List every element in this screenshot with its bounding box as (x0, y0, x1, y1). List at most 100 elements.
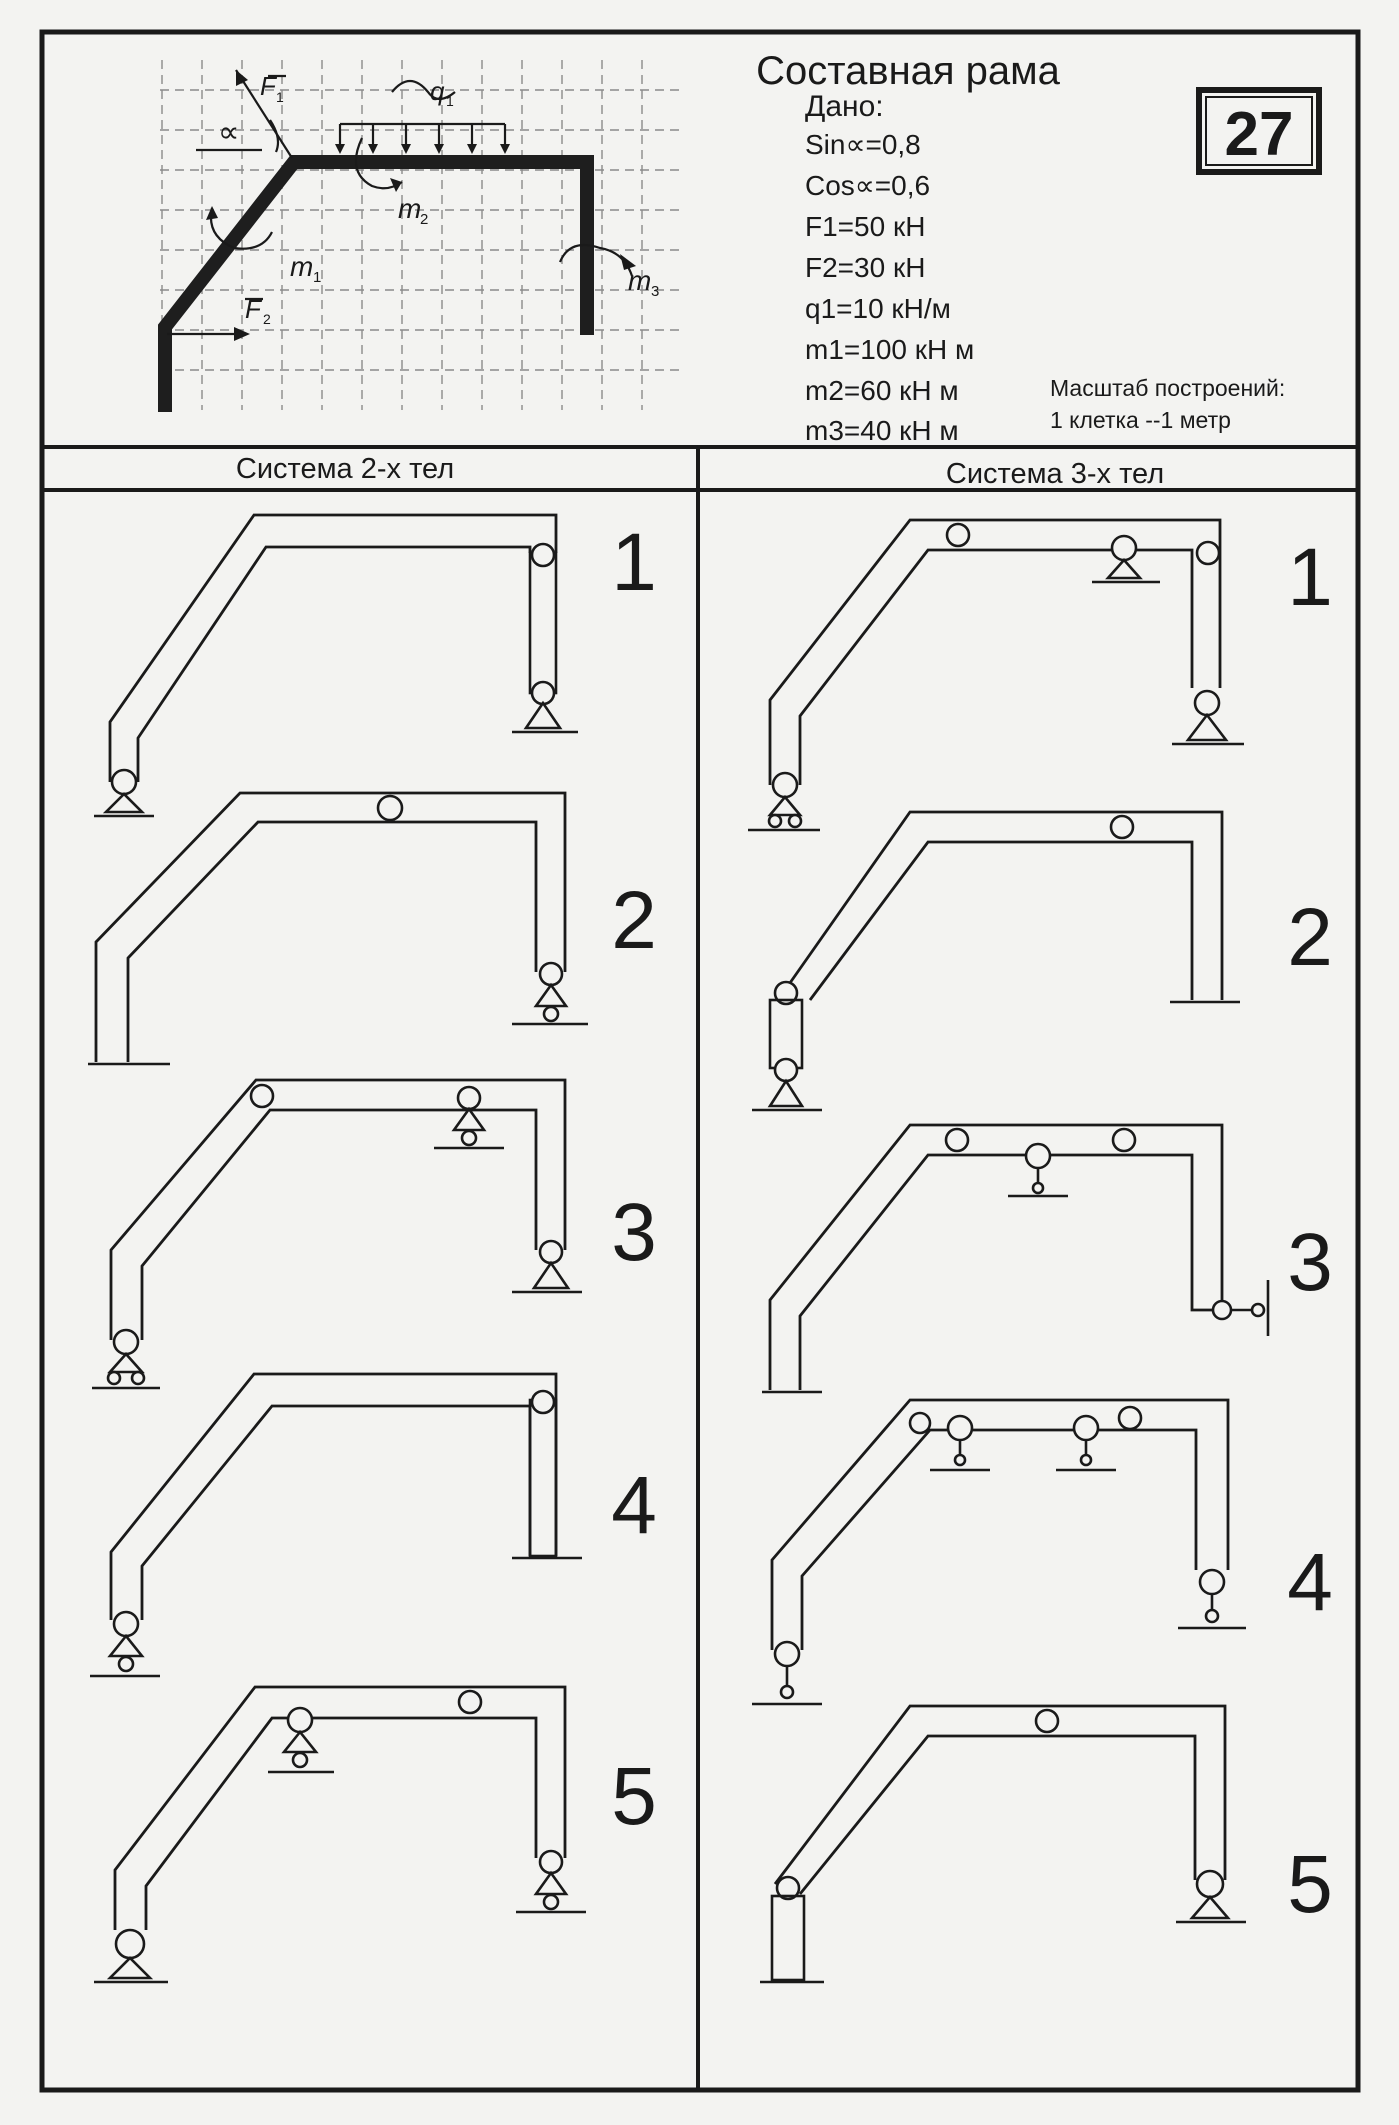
frame-member-inner (140, 1404, 532, 1620)
hinge (114, 1928, 146, 1960)
hinge (538, 1849, 564, 1875)
moment-m3-arrowhead (620, 254, 636, 270)
pin-support (767, 1078, 805, 1108)
hinge (1250, 1302, 1266, 1318)
hinge (1072, 1414, 1100, 1442)
frame-member (94, 791, 567, 1062)
pin-support (523, 700, 563, 730)
given-f1: F1=50 кН (805, 211, 925, 242)
moment-m2-subscript: 2 (420, 211, 428, 228)
variant-2body-3: 3 (92, 1078, 657, 1390)
pin-support (1185, 712, 1229, 742)
pin-support (767, 794, 803, 817)
roller (460, 1129, 478, 1147)
frame-member (770, 1398, 1230, 1650)
hinge (953, 1453, 967, 1467)
force-f1-arrowhead (236, 70, 248, 86)
scale-line-1: Масштаб построений: (1050, 375, 1285, 401)
variant-2body-5: 5 (94, 1685, 657, 1984)
roller (542, 1893, 560, 1911)
roller (291, 1751, 309, 1769)
hinge (1024, 1142, 1052, 1170)
force-f1-label: F (260, 71, 278, 101)
given-m2: m2=60 кН м (805, 375, 959, 406)
hinge (1079, 1453, 1093, 1467)
hinge (1110, 534, 1138, 562)
hinge (286, 1706, 314, 1734)
column-link (528, 1398, 558, 1558)
sheet-number-box: 27 (1196, 87, 1322, 175)
title-block: Составная рама Дано: Sin∝=0,8 Cos∝=0,6 F… (756, 49, 1285, 446)
force-f2-label: F (245, 294, 263, 324)
roller (130, 1370, 146, 1386)
frame-member-inner (126, 820, 538, 1062)
hinge (771, 771, 799, 799)
force-f1-line (235, 69, 293, 159)
hinge (1111, 1127, 1137, 1153)
distributed-load-subscript: 1 (446, 93, 454, 109)
given-m1: m1=100 кН м (805, 334, 974, 365)
hinge (456, 1085, 482, 1111)
frame-member-inner (136, 545, 532, 782)
hinge (110, 768, 138, 796)
hinge (908, 1411, 932, 1435)
hinge (457, 1689, 483, 1715)
pin-support (102, 792, 146, 814)
hinge (530, 542, 556, 568)
variant-number: 1 (1287, 532, 1333, 623)
roller (767, 813, 783, 829)
distributed-load-label: q (430, 76, 445, 106)
roller (106, 1370, 122, 1386)
roller (787, 813, 803, 829)
force-f2-arrowhead (234, 327, 250, 341)
frame-member (108, 513, 558, 782)
variant-number: 5 (611, 1751, 657, 1842)
variant-3body-4: 4 (752, 1398, 1333, 1706)
hinge (1193, 689, 1221, 717)
frame-member-inner (808, 840, 1194, 1001)
given-sin: Sin∝=0,8 (805, 129, 921, 160)
sheet-number: 27 (1225, 100, 1294, 169)
alpha-label: ∝ (218, 116, 239, 149)
frame-member (113, 1685, 567, 1930)
pin-support (533, 1870, 569, 1896)
pin-support (106, 1956, 154, 1980)
pin-support (531, 1260, 571, 1290)
moment-m1-subscript: 1 (313, 269, 321, 286)
hinge (1109, 814, 1135, 840)
pin-support (451, 1106, 487, 1132)
moment-m3-label: m (628, 265, 651, 296)
variant-number: 3 (1287, 1217, 1333, 1308)
variant-3body-2: 2 (752, 810, 1333, 1112)
hinge (1198, 1568, 1226, 1596)
moment-m2-arrowhead (390, 178, 402, 192)
hinge (1034, 1708, 1060, 1734)
hinge (1211, 1299, 1233, 1321)
hinge (530, 1389, 556, 1415)
given-m3: m3=40 кН м (805, 415, 959, 446)
hinge (773, 980, 799, 1006)
hinge (1117, 1405, 1143, 1431)
roller (117, 1655, 135, 1673)
given-f2: F2=30 кН (805, 252, 925, 283)
alpha-arc (269, 119, 280, 153)
frame-member-inner (800, 1428, 1198, 1650)
variant-number: 4 (1287, 1537, 1333, 1628)
hinge (944, 1127, 970, 1153)
hinge (945, 522, 971, 548)
hinge (1195, 540, 1221, 566)
moment-m1-arrowhead (206, 206, 218, 220)
hinge (376, 794, 404, 822)
variant-number: 5 (1287, 1839, 1333, 1930)
variant-number: 1 (611, 517, 657, 608)
column-link (528, 551, 558, 695)
pin-support (1189, 1895, 1231, 1920)
force-f1-subscript: 1 (276, 89, 284, 105)
sheet-number-frame (1196, 87, 1322, 175)
pin-support (107, 1633, 145, 1658)
variant-number: 3 (611, 1187, 657, 1278)
frame-member (109, 1372, 558, 1620)
hinge (1204, 1608, 1220, 1624)
frame-member-inner (798, 548, 1194, 785)
hinge (773, 1057, 799, 1083)
